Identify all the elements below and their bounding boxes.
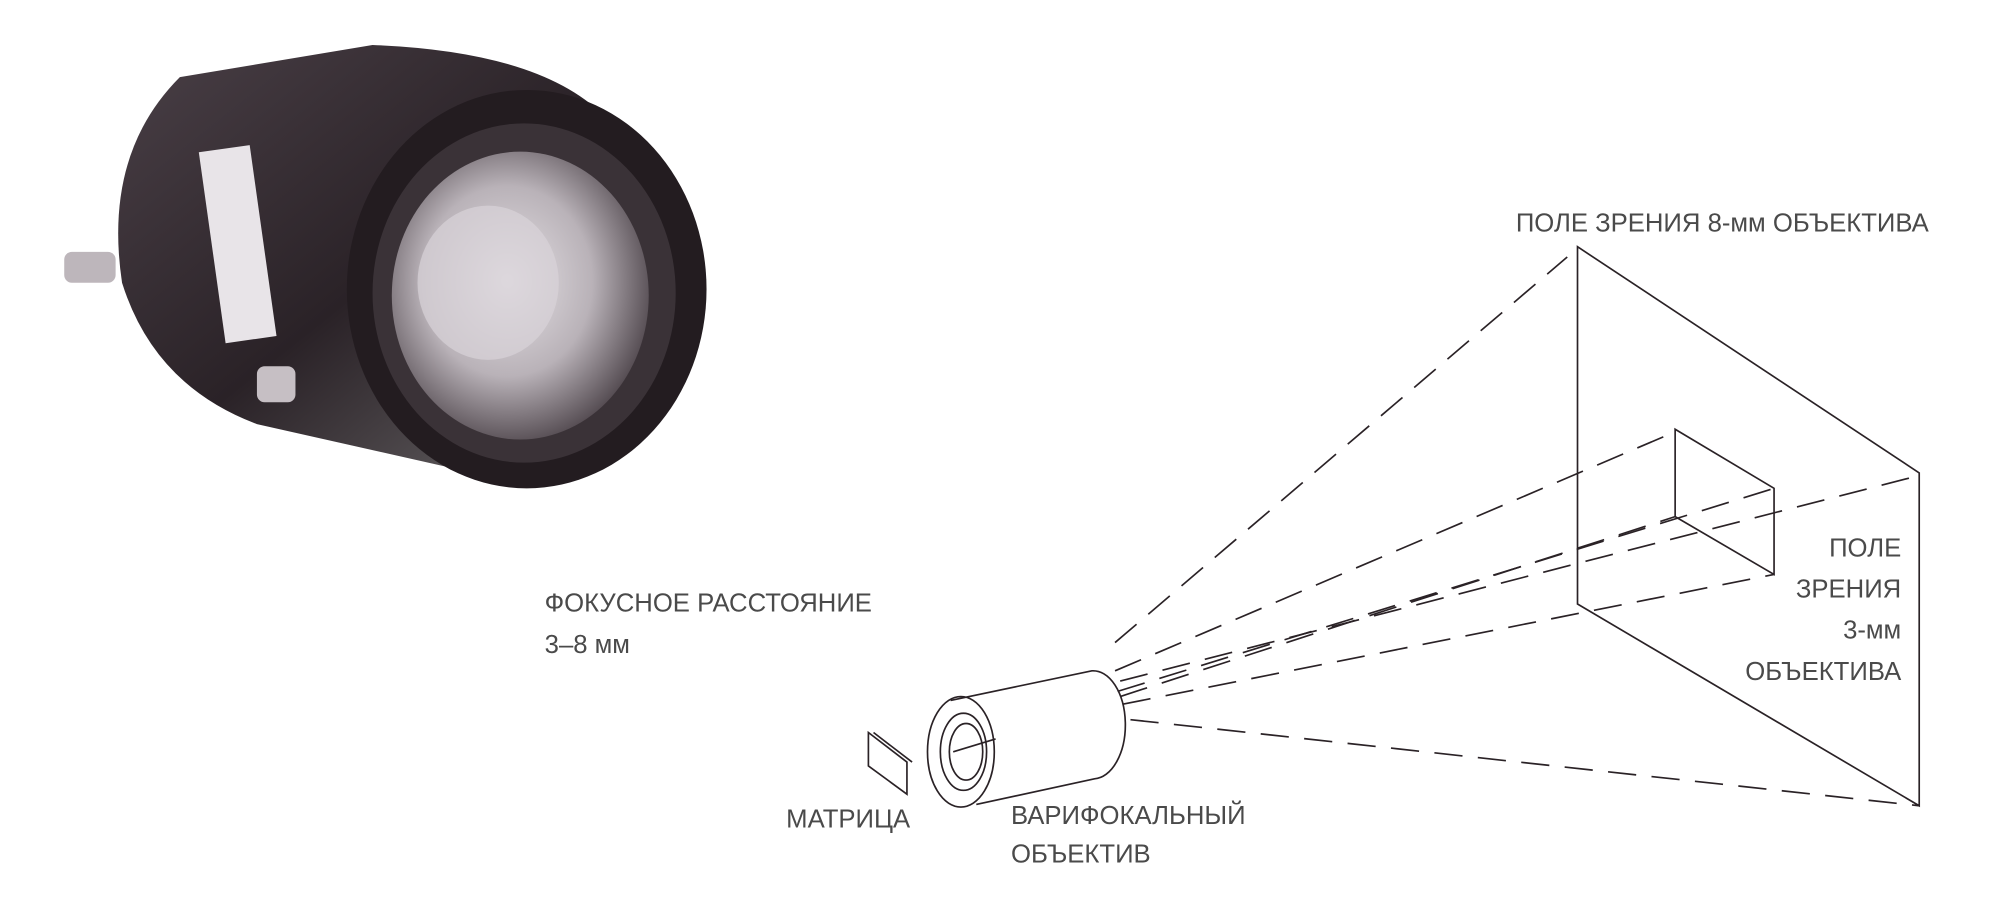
projection-rays [1114, 256, 1920, 807]
svg-text:ФОКУСНОЕ РАССТОЯНИЕ: ФОКУСНОЕ РАССТОЯНИЕ [545, 590, 872, 618]
fov-8mm-plane [1576, 245, 1921, 808]
sensor-label: МАТРИЦА [786, 806, 911, 834]
fov-8mm-label: ПОЛЕ ЗРЕНИЯ 8-мм ОБЪЕКТИВА [1516, 209, 1930, 237]
sensor-icon [867, 730, 913, 796]
svg-text:ОБЪЕКТИВ: ОБЪЕКТИВ [1011, 840, 1151, 868]
svg-text:ЗРЕНИЯ: ЗРЕНИЯ [1796, 576, 1901, 604]
svg-text:3–8 мм: 3–8 мм [545, 631, 630, 659]
knob-bottom [256, 366, 296, 403]
fov-3mm-plane [1674, 427, 1775, 576]
svg-text:3-мм: 3-мм [1843, 617, 1901, 645]
lens-photo [64, 44, 707, 489]
varifocal-lens-icon [926, 669, 1127, 808]
varifocal-lens-label: ВАРИФОКАЛЬНЫЙ ОБЪЕКТИВ [1011, 800, 1246, 869]
svg-text:ПОЛЕ: ПОЛЕ [1829, 534, 1901, 562]
knob-left [64, 251, 116, 283]
svg-text:ВАРИФОКАЛЬНЫЙ: ВАРИФОКАЛЬНЫЙ [1011, 800, 1246, 830]
focal-length-label: ФОКУСНОЕ РАССТОЯНИЕ 3–8 мм [545, 590, 872, 659]
fov-3mm-label: ПОЛЕ ЗРЕНИЯ 3-мм ОБЪЕКТИВА [1745, 534, 1902, 685]
svg-text:ОБЪЕКТИВА: ОБЪЕКТИВА [1745, 658, 1902, 686]
